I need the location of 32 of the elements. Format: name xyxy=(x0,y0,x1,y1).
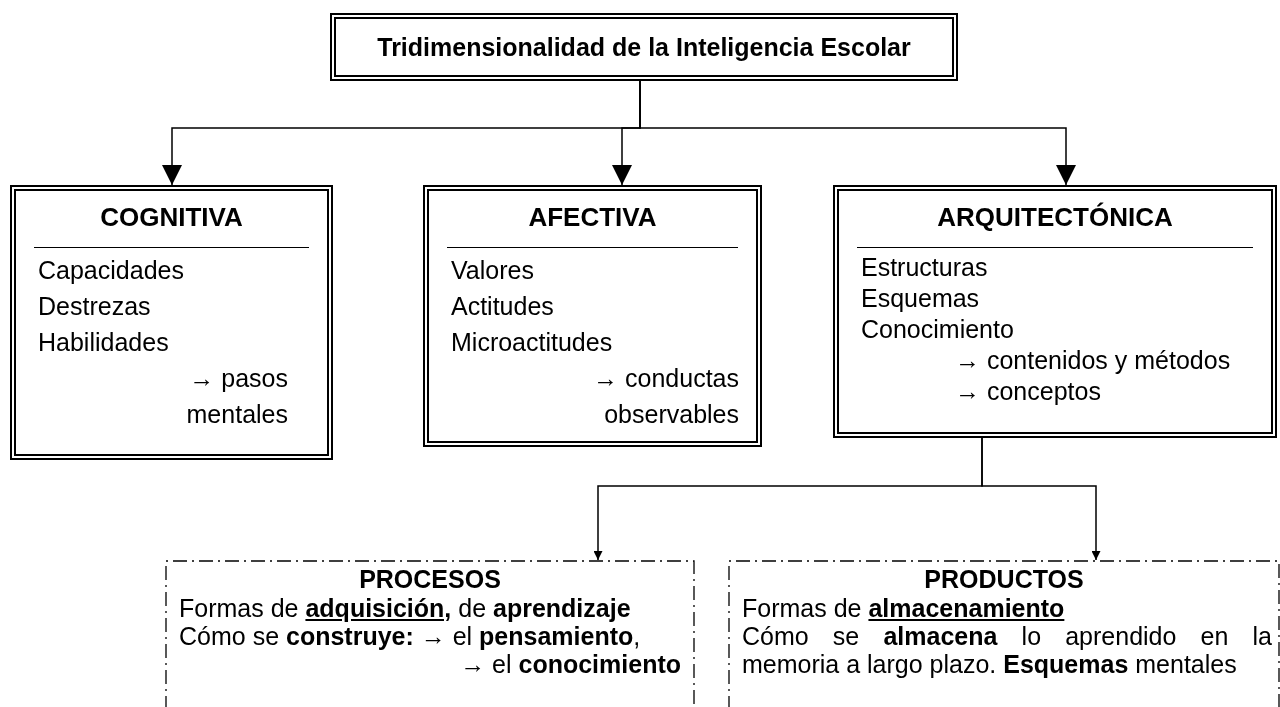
heading: PRODUCTOS xyxy=(923,564,1085,594)
category-box xyxy=(10,185,333,460)
category-box xyxy=(833,185,1277,438)
sub-item-text: → contenidos y métodos xyxy=(955,345,1232,376)
item-text: Actitudes xyxy=(451,291,554,322)
arrow xyxy=(981,437,1101,561)
item-text: Habilidades xyxy=(38,327,169,358)
arrow xyxy=(639,80,1076,186)
item-text: Conocimiento xyxy=(861,314,1014,345)
item-text: Estructuras xyxy=(861,252,988,283)
sub-item-text: → pasos mentales xyxy=(185,363,288,430)
item-text: Microactitudes xyxy=(451,327,613,358)
body-text: Formas de adquisición, de aprendizaje xyxy=(178,594,631,622)
body-text: Cómo se almacena lo aprendido en la memoria a largo plazo. Esquemas mentales xyxy=(741,622,1272,678)
item-text: Capacidades xyxy=(38,255,184,286)
title-box xyxy=(330,13,958,81)
dashed-box xyxy=(165,560,695,707)
heading: PROCESOS xyxy=(358,564,502,594)
body-text: Formas de almacenamiento xyxy=(741,594,1065,622)
body-text: → el conocimiento xyxy=(459,650,682,678)
category-box xyxy=(423,185,762,447)
item-text: Esquemas xyxy=(861,283,980,314)
sub-item-text: → conductas observables xyxy=(592,363,739,430)
heading: ARQUITECTÓNICA xyxy=(936,201,1174,233)
sub-item-text: → conceptos xyxy=(955,376,1102,407)
item-text: Valores xyxy=(451,255,534,286)
heading: COGNITIVA xyxy=(99,201,244,233)
dashed-box xyxy=(728,560,1280,707)
heading: AFECTIVA xyxy=(527,201,658,233)
title-text: Tridimensionalidad de la Inteligencia Escolar xyxy=(377,32,911,62)
body-text: Cómo se construye: → el pensamiento, xyxy=(178,622,641,650)
item-text: Destrezas xyxy=(38,291,151,322)
